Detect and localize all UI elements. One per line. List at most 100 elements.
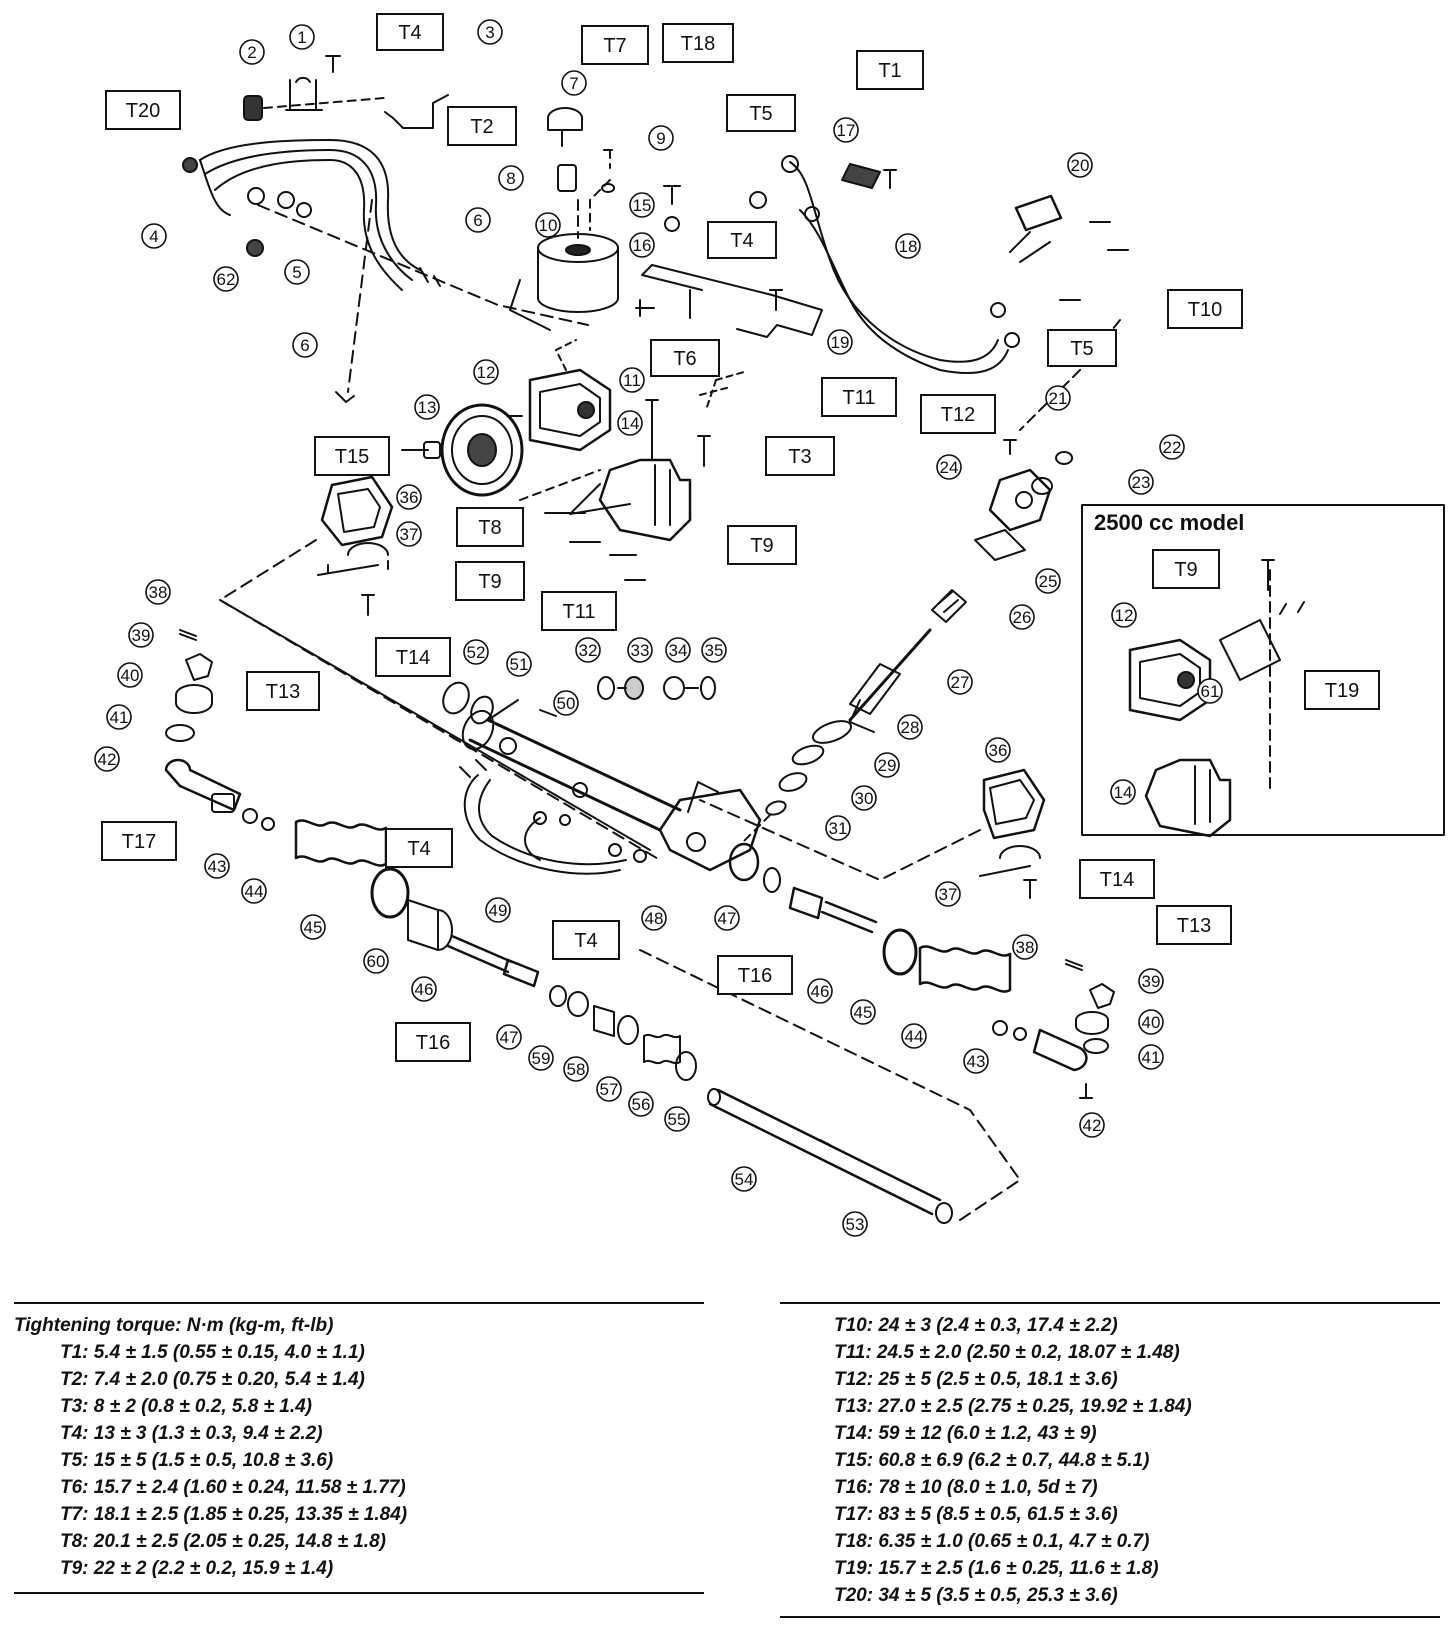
part-number-20: 20 — [1067, 152, 1093, 178]
torque-tag-t11: T11 — [541, 591, 617, 631]
torque-spec-row: T13: 27.0 ± 2.5 (2.75 ± 0.25, 19.92 ± 1.… — [834, 1396, 1192, 1417]
torque-spec-row: T4: 13 ± 3 (1.3 ± 0.3, 9.4 ± 2.2) — [60, 1423, 323, 1444]
part-circle — [284, 259, 310, 285]
part-label: 27 — [951, 673, 970, 692]
torque-tag-t4: T4 — [552, 920, 620, 960]
part-label: 62 — [217, 270, 236, 289]
part-label: 2 — [247, 43, 256, 62]
part-number-1: 1 — [289, 24, 315, 50]
torque-spec-row: T7: 18.1 ± 2.5 (1.85 ± 0.25, 13.35 ± 1.8… — [60, 1504, 408, 1525]
part-number-34: 34 — [665, 637, 691, 663]
part-label: 46 — [811, 982, 830, 1001]
torque-spec-row: T17: 83 ± 5 (8.5 ± 0.5, 61.5 ± 3.6) — [834, 1504, 1118, 1525]
part-circle — [1045, 385, 1071, 411]
torque-tag-t9: T9 — [1152, 549, 1220, 589]
part-circle — [563, 1056, 589, 1082]
inset-2500cc — [1081, 504, 1445, 838]
torque-tag-label: T11 — [563, 601, 596, 623]
part-label: 12 — [477, 363, 496, 382]
torque-tag-box — [717, 955, 793, 995]
part-circle — [117, 662, 143, 688]
part-circle — [895, 233, 921, 259]
part-number-55: 55 — [664, 1106, 690, 1132]
part-circle — [561, 70, 587, 96]
part-circle — [1012, 934, 1038, 960]
part-circle — [947, 669, 973, 695]
part-label: 43 — [208, 857, 227, 876]
part-label: 12 — [1115, 606, 1134, 625]
torque-tag-t4: T4 — [385, 828, 453, 868]
part-circle — [842, 1211, 868, 1237]
torque-tag-label: T13 — [1177, 915, 1211, 937]
part-number-47: 47 — [714, 905, 740, 931]
part-label: 6 — [473, 211, 482, 230]
part-number-12: 12 — [473, 359, 499, 385]
part-circle — [827, 329, 853, 355]
torque-tag-box — [246, 671, 320, 711]
part-circle — [106, 704, 132, 730]
torque-tag-t16: T16 — [395, 1022, 471, 1062]
part-circle — [629, 232, 655, 258]
steering-gear-box — [442, 681, 762, 882]
part-circle — [292, 332, 318, 358]
part-label: 31 — [829, 819, 848, 838]
mounting-bracket-left — [219, 475, 661, 861]
legend-rows-right: T10: 24 ± 3 (2.4 ± 0.3, 17.4 ± 2.2)T11: … — [828, 1312, 1448, 1609]
part-circle — [1159, 434, 1185, 460]
part-label: 29 — [878, 756, 897, 775]
torque-tag-box — [101, 821, 177, 861]
part-label: 9 — [656, 129, 665, 148]
torque-tag-box — [1167, 289, 1243, 329]
torque-tag-t16: T16 — [717, 955, 793, 995]
torque-tag-label: T9 — [478, 571, 501, 593]
part-label: 47 — [718, 909, 737, 928]
part-label: 33 — [631, 641, 650, 660]
left-inner-tie-rod — [446, 934, 697, 1081]
part-label: 40 — [121, 666, 140, 685]
exploded-parts-diagram: 1234566789101112131415161718192021222324… — [94, 13, 1445, 1237]
torque-spec-row: T16: 78 ± 10 (8.0 ± 1.0, 5d ± 7) — [834, 1477, 1098, 1498]
torque-tag-box — [1047, 329, 1117, 367]
part-circle — [553, 690, 579, 716]
part-circle — [807, 978, 833, 1004]
part-number-46: 46 — [807, 978, 833, 1004]
part-circle — [664, 1106, 690, 1132]
part-circle — [851, 785, 877, 811]
part-circle — [648, 125, 674, 151]
part-number-8: 8 — [498, 165, 524, 191]
part-label: 8 — [506, 169, 515, 188]
part-circle — [1035, 568, 1061, 594]
part-label: 55 — [668, 1110, 687, 1129]
torque-tag-label: T11 — [843, 387, 876, 409]
torque-tag-box — [314, 436, 390, 476]
torque-tag-box — [765, 436, 835, 476]
part-number-6: 6 — [292, 332, 318, 358]
part-number-62: 62 — [213, 266, 239, 292]
reservoir-tank — [509, 107, 619, 331]
part-label: 60 — [367, 952, 386, 971]
part-number-15: 15 — [629, 192, 655, 218]
feed-pipes — [459, 759, 647, 875]
part-circle — [414, 394, 440, 420]
part-label: 19 — [831, 333, 850, 352]
part-label: 28 — [901, 718, 920, 737]
part-number-17: 17 — [833, 117, 859, 143]
part-number-40: 40 — [117, 662, 143, 688]
part-circle — [1079, 1112, 1105, 1138]
part-number-56: 56 — [628, 1091, 654, 1117]
part-circle — [701, 637, 727, 663]
part-label: 34 — [669, 641, 688, 660]
torque-tag-t5: T5 — [726, 94, 796, 132]
part-number-25: 25 — [1035, 568, 1061, 594]
part-number-14: 14 — [617, 410, 643, 436]
part-number-23: 23 — [1128, 469, 1154, 495]
torque-tag-t9: T9 — [727, 525, 797, 565]
part-number-31: 31 — [825, 815, 851, 841]
part-label: 43 — [967, 1052, 986, 1071]
torque-tag-label: T18 — [681, 33, 715, 55]
part-label: 41 — [1142, 1048, 1161, 1067]
part-label: 46 — [415, 980, 434, 999]
part-label: 37 — [400, 525, 419, 544]
torque-tag-box — [376, 13, 444, 51]
part-circle — [241, 878, 267, 904]
